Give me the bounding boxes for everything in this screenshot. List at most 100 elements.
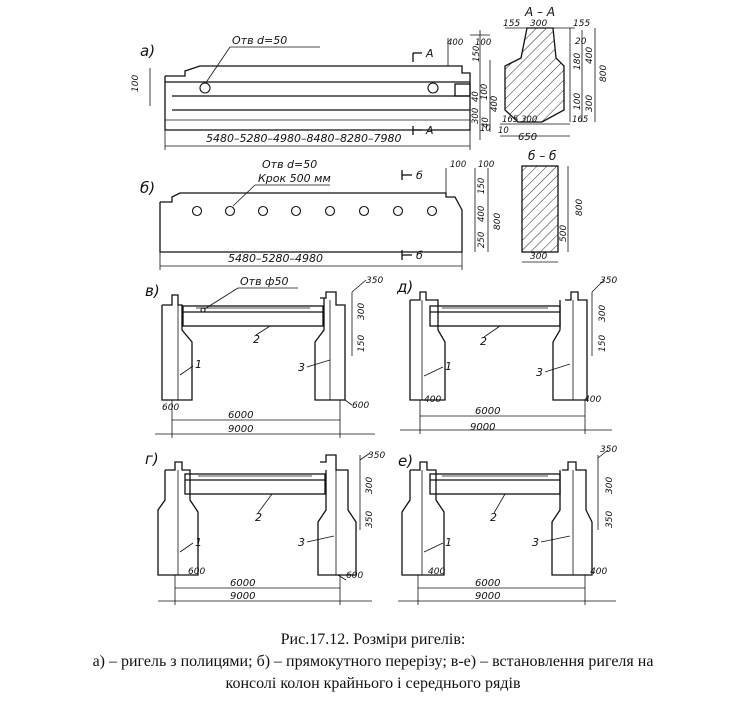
panel-d-callout-1: 1 <box>445 360 452 373</box>
panel-d-callout-3: 3 <box>536 366 543 379</box>
panel-b-hole-note-2: Крок 500 мм <box>258 172 331 185</box>
panel-b-hole-note-1: Отв d=50 <box>262 158 317 171</box>
section-aa-title: А – А <box>524 5 555 19</box>
panel-g-dim-350b: 350 <box>365 511 375 528</box>
panel-b-hole-8 <box>426 205 438 217</box>
panel-g-callout-2: 2 <box>255 511 262 524</box>
panel-b-section-mark-top: б <box>416 169 423 182</box>
section-bb-title: б – б <box>528 149 557 163</box>
section-bb-dim-800: 800 <box>575 199 585 216</box>
panel-b-hole-4 <box>290 205 302 217</box>
panel-e-console-left: 400 <box>428 567 445 577</box>
panel-e-span-total: 9000 <box>475 591 500 602</box>
section-aa-total-width: 650 <box>518 132 537 143</box>
section-aa-dim-155-right: 155 <box>573 19 590 29</box>
panel-v-console-left: 600 <box>162 403 179 413</box>
panel-d-dim-300: 300 <box>598 305 608 322</box>
section-aa-dim-800: 800 <box>599 65 609 82</box>
panel-a-section-mark-bottom: А <box>425 124 434 137</box>
section-aa-top-width: 300 <box>530 19 547 29</box>
panel-b-label: б) <box>140 179 155 197</box>
panel-b-dim-100b: 100 <box>478 160 494 170</box>
panel-a-dim-400b: 400 <box>490 96 500 112</box>
panel-a-hole-note: Отв d=50 <box>232 34 287 47</box>
section-bb-dim-500: 500 <box>559 225 569 242</box>
panel-e-dim-350a: 350 <box>600 445 617 455</box>
panel-a-section-mark-top: А <box>425 47 434 60</box>
panel-g-callout-3: 3 <box>298 536 305 549</box>
panel-v-dim-300: 300 <box>357 303 367 320</box>
panel-v-span-inner: 6000 <box>228 410 253 421</box>
panel-d-span-total: 9000 <box>470 422 495 433</box>
panel-a-bottom-dim: 10 <box>480 124 491 134</box>
panel-d-dim-150: 150 <box>598 335 608 352</box>
panel-a-dim-300: 300 <box>471 108 481 124</box>
section-aa-dim-400: 400 <box>585 47 595 64</box>
figure-caption-line-2: а) – ригель з полицями; б) – прямокутног… <box>92 653 654 670</box>
panel-a-dim-100b: 100 <box>480 84 490 100</box>
panel-b-hole-2 <box>224 205 236 217</box>
panel-g-console-right: 600 <box>346 571 363 581</box>
section-aa-bottom-300: 300 <box>521 115 537 125</box>
section-aa-bottom-small: 10 <box>498 126 509 136</box>
panel-a-length-note: 5480–5280–4980–8480–8280–7980 <box>206 132 401 145</box>
panel-v-dim-350: 350 <box>366 276 383 286</box>
panel-b-hole-3 <box>257 205 269 217</box>
panel-d-callout-2: 2 <box>480 335 487 348</box>
panel-e-span-inner: 6000 <box>475 578 500 589</box>
panel-b-hole-1 <box>191 205 203 217</box>
panel-v-installation: в) Отв ф50 1 2 3 350 300 150 600 600 60 <box>145 275 383 438</box>
panel-b-length-note: 5480–5280–4980 <box>228 252 323 265</box>
panel-e-callout-2: 2 <box>490 511 497 524</box>
panel-g-callout-1: 1 <box>195 536 202 549</box>
figure-caption-line-3: консолі колон крайнього і середнього ряд… <box>225 675 521 692</box>
panel-b-hole-7 <box>392 205 404 217</box>
panel-b-hole-6 <box>358 205 370 217</box>
panel-b-section-mark-bottom: б <box>416 249 423 262</box>
panel-g-dim-300: 300 <box>365 477 375 494</box>
panel-b-dim-150: 150 <box>477 178 487 194</box>
panel-d-span-inner: 6000 <box>475 406 500 417</box>
panel-g-span-total: 9000 <box>230 591 255 602</box>
panel-b-dim-800: 800 <box>493 213 503 230</box>
panel-b-dim-250: 250 <box>477 232 487 248</box>
panel-d-console-right: 400 <box>584 395 601 405</box>
panel-e-label: е) <box>398 452 413 470</box>
panel-e-dim-350b: 350 <box>605 511 615 528</box>
panel-e-console-right: 400 <box>590 567 607 577</box>
section-aa-dim-180: 180 <box>573 53 583 70</box>
panel-v-callout-2: 2 <box>253 333 260 346</box>
panel-e-installation: е) 1 2 3 350 300 350 400 400 6000 9000 <box>398 445 617 605</box>
panel-e-dim-300: 300 <box>605 477 615 494</box>
panel-g-console-left: 600 <box>188 567 205 577</box>
panel-a-hole-right <box>427 82 439 94</box>
panel-a-dim-100a: 100 <box>475 38 491 48</box>
panel-a-girder-with-shelves: а) Отв d=50 100 5480–5280–4980–8480–8280… <box>131 30 500 150</box>
technical-drawing: а) Отв d=50 100 5480–5280–4980–8480–8280… <box>131 5 617 605</box>
panel-b-hole-5 <box>324 205 336 217</box>
panel-a-dim-400: 400 <box>447 38 463 48</box>
panel-v-callout-3: 3 <box>298 361 305 374</box>
panel-v-hole-note: Отв ф50 <box>240 275 288 288</box>
panel-g-installation: г) 1 2 3 350 300 350 600 600 6000 9000 <box>145 450 385 605</box>
section-aa-bottom-165-left: 165 <box>502 115 518 125</box>
panel-g-label: г) <box>145 450 159 468</box>
section-a-a: А – А 300 155 155 20 180 400 800 300 100… <box>498 5 609 143</box>
panel-e-callout-3: 3 <box>532 536 539 549</box>
panel-v-callout-1: 1 <box>195 358 202 371</box>
panel-d-installation: д) 1 2 3 350 300 150 400 400 6000 9000 <box>396 276 617 434</box>
panel-e-callout-1: 1 <box>445 536 452 549</box>
panel-v-dim-150: 150 <box>357 335 367 352</box>
panel-a-label: а) <box>140 42 155 60</box>
panel-g-dim-350a: 350 <box>368 451 385 461</box>
panel-d-dim-350: 350 <box>600 276 617 286</box>
panel-b-rectangular-girder: б) Отв d=50 Крок 500 мм 5480–5280–4980 б… <box>140 158 503 270</box>
panel-v-label: в) <box>145 282 160 300</box>
panel-d-console-left: 400 <box>424 395 441 405</box>
panel-b-dim-400: 400 <box>477 206 487 222</box>
section-aa-dim-20: 20 <box>575 37 587 47</box>
panel-a-height-left: 100 <box>131 75 141 92</box>
panel-g-span-inner: 6000 <box>230 578 255 589</box>
panel-a-dim-40b: 40 <box>481 117 491 128</box>
panel-a-dim-40a: 40 <box>471 91 481 102</box>
